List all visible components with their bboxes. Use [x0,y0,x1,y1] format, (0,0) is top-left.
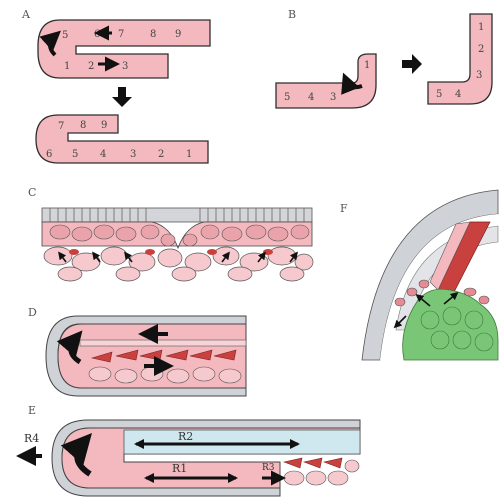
panel-b-left-num-3: 1 [364,60,370,71]
panel-a-b-lower-2: 4 [100,149,106,160]
panel-d-inner-line [80,340,246,346]
panel-e-letter: E [28,404,36,417]
panel-a-b-upper-2: 9 [101,120,107,131]
panel-b-left-tube [276,54,376,108]
panel-a-bottom-num-1: 1 [64,61,70,72]
panel-a: A 5 6 7 8 9 1 2 3 7 8 9 6 5 4 3 2 1 [21,8,210,163]
panel-a-bottom-num-2: 2 [88,61,94,72]
panel-a-b-lower-1: 5 [72,149,78,160]
panel-a-b-lower-3: 3 [130,149,136,160]
panel-e-blue-region [124,430,360,454]
panel-e-label-r4: R4 [24,432,39,445]
panel-e: E R2 R1 R3 R4 [24,404,360,496]
panel-c-letter: C [28,186,36,199]
panel-b-left-num-0: 5 [284,92,290,103]
panel-d-letter: D [28,306,37,319]
panel-a-top-upper-0: 6 [94,29,100,40]
panel-b-right-bottom-0: 5 [436,89,442,100]
panel-e-label-r1: R1 [172,462,187,475]
panel-c-grey-band [42,208,312,222]
panel-b-right-arrow-icon [402,54,422,74]
panel-a-top-upper-2: 8 [150,29,156,40]
panel-a-b-lower-0: 6 [46,149,52,160]
panel-e-label-r2: R2 [178,430,193,443]
panel-a-top-upper-3: 9 [175,29,181,40]
panel-b-right-vert-0: 1 [478,22,484,33]
panel-f: F [340,190,498,360]
panel-d: D [28,306,246,396]
panel-b-left-num-2: 3 [330,92,336,103]
panel-a-b-lower-5: 1 [186,149,192,160]
panel-a-top-num-5: 5 [62,30,68,41]
panel-b: B 5 4 3 1 1 2 3 5 4 [276,8,492,108]
panel-a-b-upper-0: 7 [58,121,64,132]
panel-b-right-vert-1: 2 [478,44,484,55]
panel-e-red-cells [284,458,342,468]
panel-a-b-lower-4: 2 [158,149,164,160]
panel-b-left-num-1: 4 [308,92,314,103]
panel-b-letter: B [288,8,296,21]
panel-b-right-bottom-1: 4 [455,89,461,100]
panel-a-letter: A [21,8,31,21]
panel-a-bottom-num-3: 3 [122,61,128,72]
panel-e-label-r3: R3 [262,463,275,473]
panel-b-right-vert-2: 3 [476,70,482,81]
panel-a-top-upper-1: 7 [118,29,124,40]
panel-c: C [28,186,313,281]
panel-a-b-upper-1: 8 [80,120,86,131]
panel-a-down-arrow-icon [112,87,132,107]
panel-f-letter: F [340,202,348,215]
